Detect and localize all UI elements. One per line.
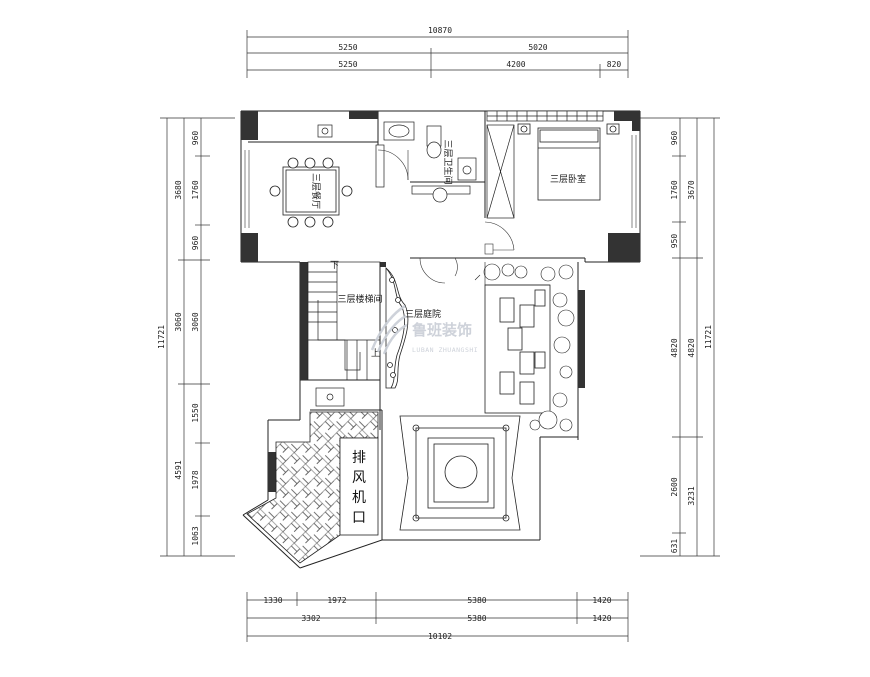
dim-right-inner-4: 4820	[670, 338, 679, 357]
room-label-bath: 三层卫生间	[442, 139, 454, 184]
dim-right-inner-2: 1760	[670, 180, 679, 199]
room-label-dining: 三层餐厅	[310, 173, 322, 209]
dim-right-inner-5: 2600	[670, 477, 679, 496]
courtyard-fountain	[399, 415, 521, 531]
exhaust-label-4: 口	[352, 510, 366, 526]
wardrobe	[486, 110, 604, 219]
dim-left-inner-3: 960	[191, 236, 200, 251]
dim-right-inner-3: 950	[670, 234, 679, 249]
stair-up-label: 上	[371, 348, 380, 359]
dim-left-inner-2: 1760	[191, 180, 200, 199]
exhaust-label-3: 机	[352, 490, 366, 506]
bottom-dimensions	[246, 592, 629, 642]
dim-left-inner-5: 1550	[191, 403, 200, 422]
dim-top-1a: 5250	[338, 43, 357, 52]
dim-left-inner-1: 960	[191, 131, 200, 146]
exhaust-label-1: 排	[352, 450, 366, 466]
stair-down-label: 下	[330, 261, 339, 271]
dim-left-outer-2: 3060	[174, 312, 183, 331]
windows	[244, 135, 637, 228]
dim-right-outer-2: 4820	[687, 338, 696, 357]
garden-door	[419, 257, 458, 284]
watermark-name: 鲁班装饰	[412, 321, 472, 339]
bed	[517, 123, 620, 201]
dim-left-inner-4: 3060	[191, 312, 200, 331]
dim-left-outer-1: 3680	[174, 180, 183, 199]
garden-deck	[484, 284, 551, 414]
dim-left-total: 11721	[157, 325, 166, 349]
room-label-stair: 三层楼梯间	[337, 293, 382, 305]
bathroom-doors	[377, 149, 409, 181]
luban-logo-icon	[370, 304, 408, 355]
dining-table	[269, 157, 353, 228]
dim-bottom-1a: 1330	[263, 596, 282, 605]
garden-plants	[474, 262, 575, 432]
dim-right-outer-3: 3231	[687, 486, 696, 505]
dim-left-inner-7: 1063	[191, 526, 200, 545]
dim-top-2c: 820	[607, 60, 622, 69]
dim-top-total: 10870	[428, 26, 452, 35]
terrace-paving	[246, 411, 379, 564]
dim-bottom-2a: 3302	[301, 614, 320, 623]
watermark-latin: LUBAN ZHUANGSHI	[412, 346, 478, 354]
staircase	[307, 261, 381, 381]
dim-bottom-total: 10102	[428, 632, 452, 641]
dim-right-total: 11721	[704, 325, 713, 349]
luban-watermark: 鲁班装饰 LUBAN ZHUANGSHI	[370, 304, 478, 355]
dim-right-inner-1: 960	[670, 131, 679, 146]
dim-bottom-1d: 1420	[592, 596, 611, 605]
dim-right-outer-1: 3670	[687, 180, 696, 199]
dim-top-2b: 4200	[506, 60, 525, 69]
dim-bottom-1b: 1972	[327, 596, 346, 605]
pond	[385, 267, 409, 389]
dim-bottom-2c: 1420	[592, 614, 611, 623]
room-label-bedroom: 三层卧室	[550, 173, 586, 185]
dining-cabinet	[317, 124, 333, 138]
left-dimensions	[160, 117, 235, 557]
columns	[241, 111, 640, 492]
room-label-courtyard: 三层庭院	[405, 308, 441, 320]
dim-right-inner-6: 631	[670, 539, 679, 554]
dim-top-2a: 5250	[338, 60, 357, 69]
top-dimensions	[246, 30, 629, 78]
right-dimensions	[640, 117, 720, 557]
dim-bottom-1c: 5380	[467, 596, 486, 605]
laundry-sink	[315, 387, 345, 407]
dim-top-1b: 5020	[528, 43, 547, 52]
dim-left-inner-6: 1978	[191, 470, 200, 489]
exhaust-label-2: 风	[352, 470, 366, 486]
dim-left-outer-3: 4591	[174, 460, 183, 479]
dim-bottom-2b: 5380	[467, 614, 486, 623]
bedroom-door	[484, 221, 515, 255]
bathroom-fixtures	[375, 121, 477, 203]
exhaust-box	[339, 437, 379, 536]
